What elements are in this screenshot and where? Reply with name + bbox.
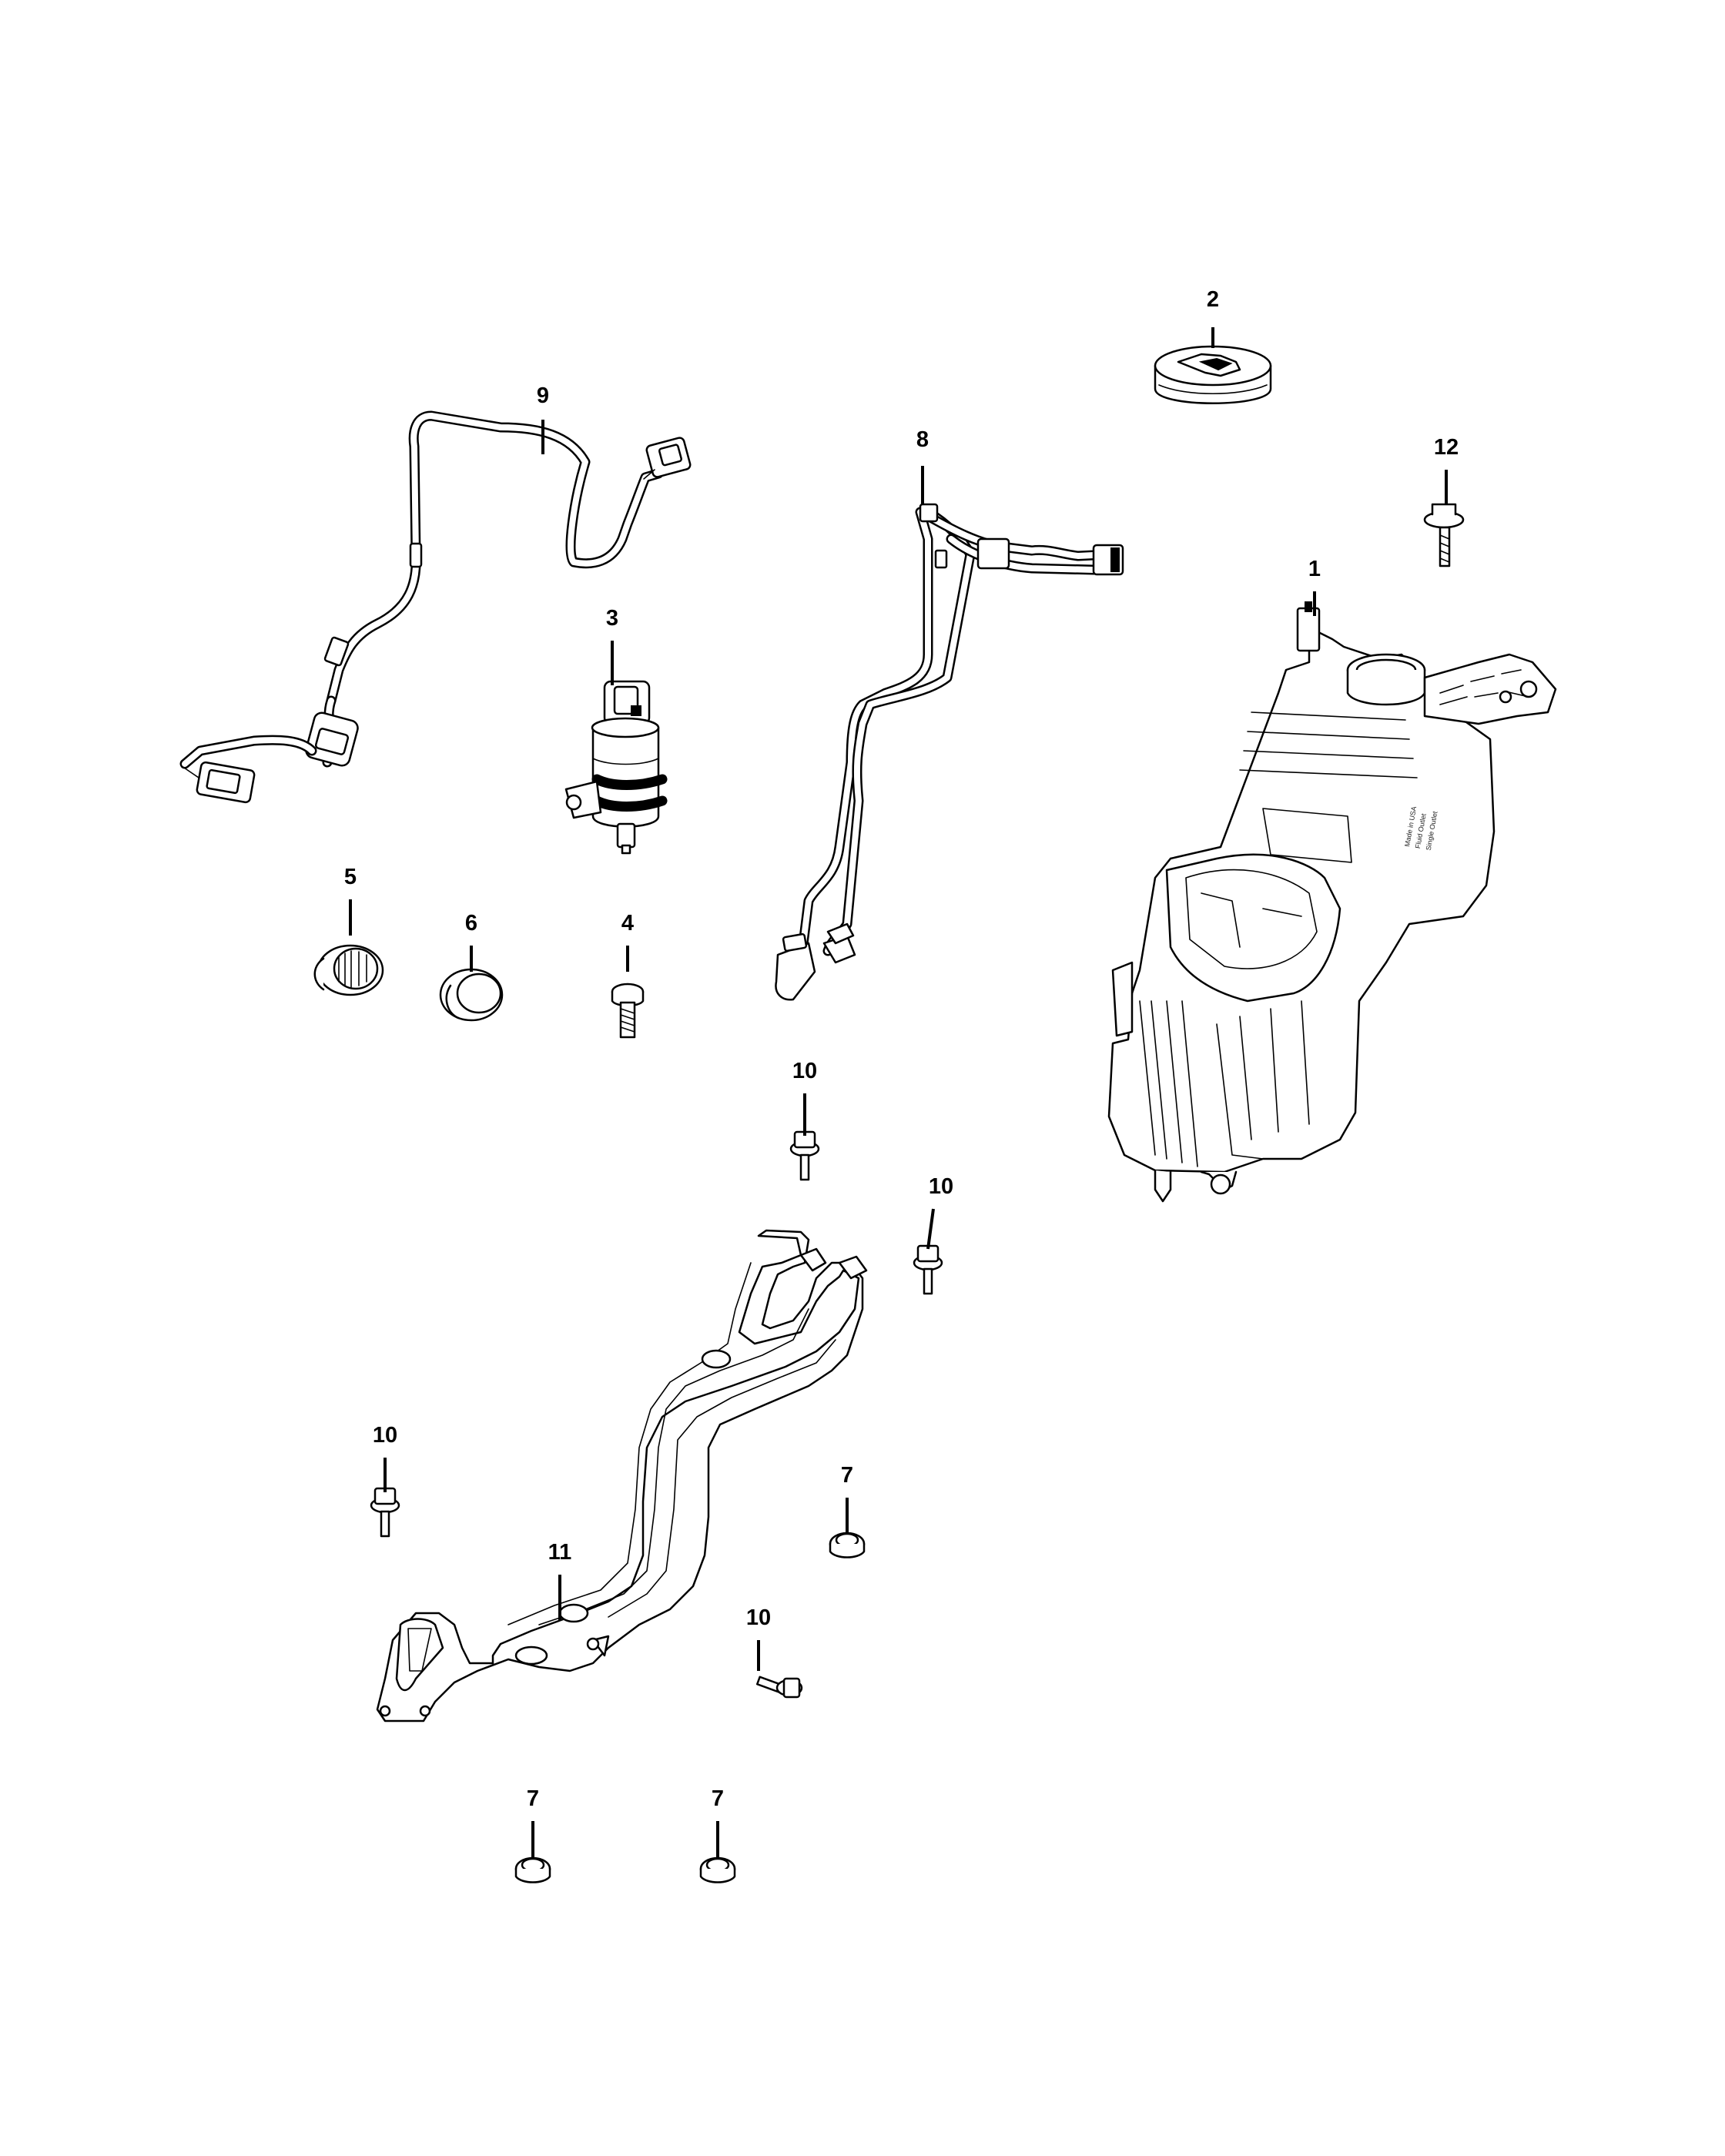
- part-7-nut-c: [699, 1856, 736, 1883]
- callout-4: 4: [621, 911, 634, 936]
- part-9-wiring-harness: [179, 410, 692, 804]
- part-3-washer-pump: [564, 680, 668, 855]
- part-12-bolt: [1423, 503, 1465, 567]
- callout-11: 11: [548, 1540, 572, 1565]
- callout-numbers: 2 12 1 9 8 3 5 6 4 10 10 10 7 10 11 7 7: [344, 287, 1459, 1811]
- callout-10-b: 10: [929, 1174, 953, 1199]
- part-7-nut-a: [829, 1532, 866, 1558]
- part-10-bolt-a: [789, 1130, 820, 1181]
- callout-8: 8: [916, 427, 929, 452]
- callout-2: 2: [1207, 287, 1219, 312]
- callout-7-a: 7: [841, 1463, 853, 1488]
- part-1-washer-reservoir: Made in USA Fluid Outlet Single Outlet: [1107, 601, 1557, 1203]
- part-8-washer-hose: [775, 503, 1124, 1001]
- callout-6: 6: [465, 911, 477, 936]
- part-7-nut-b: [514, 1856, 551, 1883]
- part-6-seal: [439, 968, 504, 1022]
- callout-7-b: 7: [527, 1786, 539, 1811]
- callout-10-c: 10: [373, 1423, 397, 1448]
- callout-1: 1: [1308, 557, 1321, 581]
- callout-9: 9: [537, 383, 549, 408]
- callout-7-c: 7: [712, 1786, 724, 1811]
- part-2-reservoir-cap: [1154, 345, 1272, 404]
- leader-lines: [349, 327, 1448, 1857]
- part-10-bolt-d: [756, 1676, 803, 1699]
- part-11-bracket: [376, 1229, 868, 1722]
- callout-10-a: 10: [792, 1059, 817, 1083]
- part-10-bolt-c: [370, 1487, 400, 1538]
- part-4-screw: [611, 983, 645, 1039]
- part-5-grommet: [313, 944, 384, 996]
- callout-10-d: 10: [746, 1605, 771, 1630]
- callout-3: 3: [606, 606, 618, 631]
- callout-12: 12: [1434, 435, 1459, 460]
- part-10-bolt-b: [913, 1244, 943, 1295]
- callout-5: 5: [344, 865, 357, 889]
